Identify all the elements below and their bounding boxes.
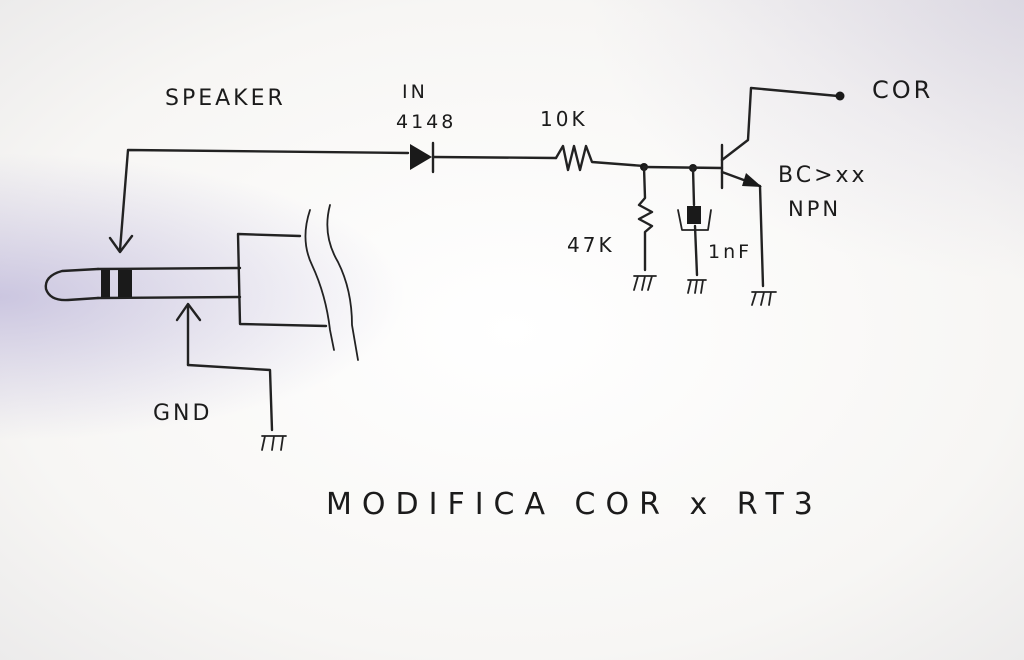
label-resistor-10k: 10K [540, 107, 588, 131]
transistor-npn [720, 86, 845, 306]
resistor-47k [633, 163, 657, 291]
speaker-wire [108, 148, 410, 254]
cor-terminal [835, 91, 845, 101]
resistor-10k [554, 144, 646, 172]
jack-body [236, 232, 328, 328]
diode-triangle [410, 144, 432, 170]
jack-tip [44, 267, 100, 302]
label-diode-1: IN [402, 81, 428, 103]
label-output-cor: COR [872, 76, 933, 104]
jack-ring-2 [118, 270, 132, 297]
label-speaker: SPEAKER [165, 86, 286, 111]
transistor-collector [720, 86, 840, 162]
label-transistor-part: BC>xx [778, 163, 868, 188]
label-ground: GND [153, 401, 212, 426]
ground-symbol-cap [687, 279, 707, 294]
emitter-arrow [742, 173, 762, 187]
capacitor-body [687, 206, 701, 224]
cable-wave-1 [304, 209, 335, 351]
capacitor-1nf [642, 164, 724, 294]
caption: MODIFICA COR x RT3 [326, 487, 823, 522]
label-diode-2: 4148 [396, 111, 456, 133]
audio-jack-plug [44, 204, 359, 361]
diode-1n4148 [410, 141, 558, 174]
cable-wave-2 [326, 204, 359, 361]
ground-symbol-jack [261, 435, 287, 451]
ground-symbol-47k [633, 275, 657, 291]
label-transistor-type: NPN [788, 197, 841, 221]
jack-shaft-top [96, 266, 242, 271]
transistor-emitter [720, 170, 765, 288]
ground-wire [175, 302, 287, 451]
jack-shaft-bottom [96, 295, 242, 300]
label-resistor-47k: 47K [567, 233, 615, 257]
ground-symbol-emitter [751, 291, 777, 306]
ground-arrow [175, 302, 202, 322]
label-capacitor: 1nF [708, 241, 752, 263]
speaker-arrow [108, 234, 134, 254]
jack-ring-1 [101, 270, 110, 297]
